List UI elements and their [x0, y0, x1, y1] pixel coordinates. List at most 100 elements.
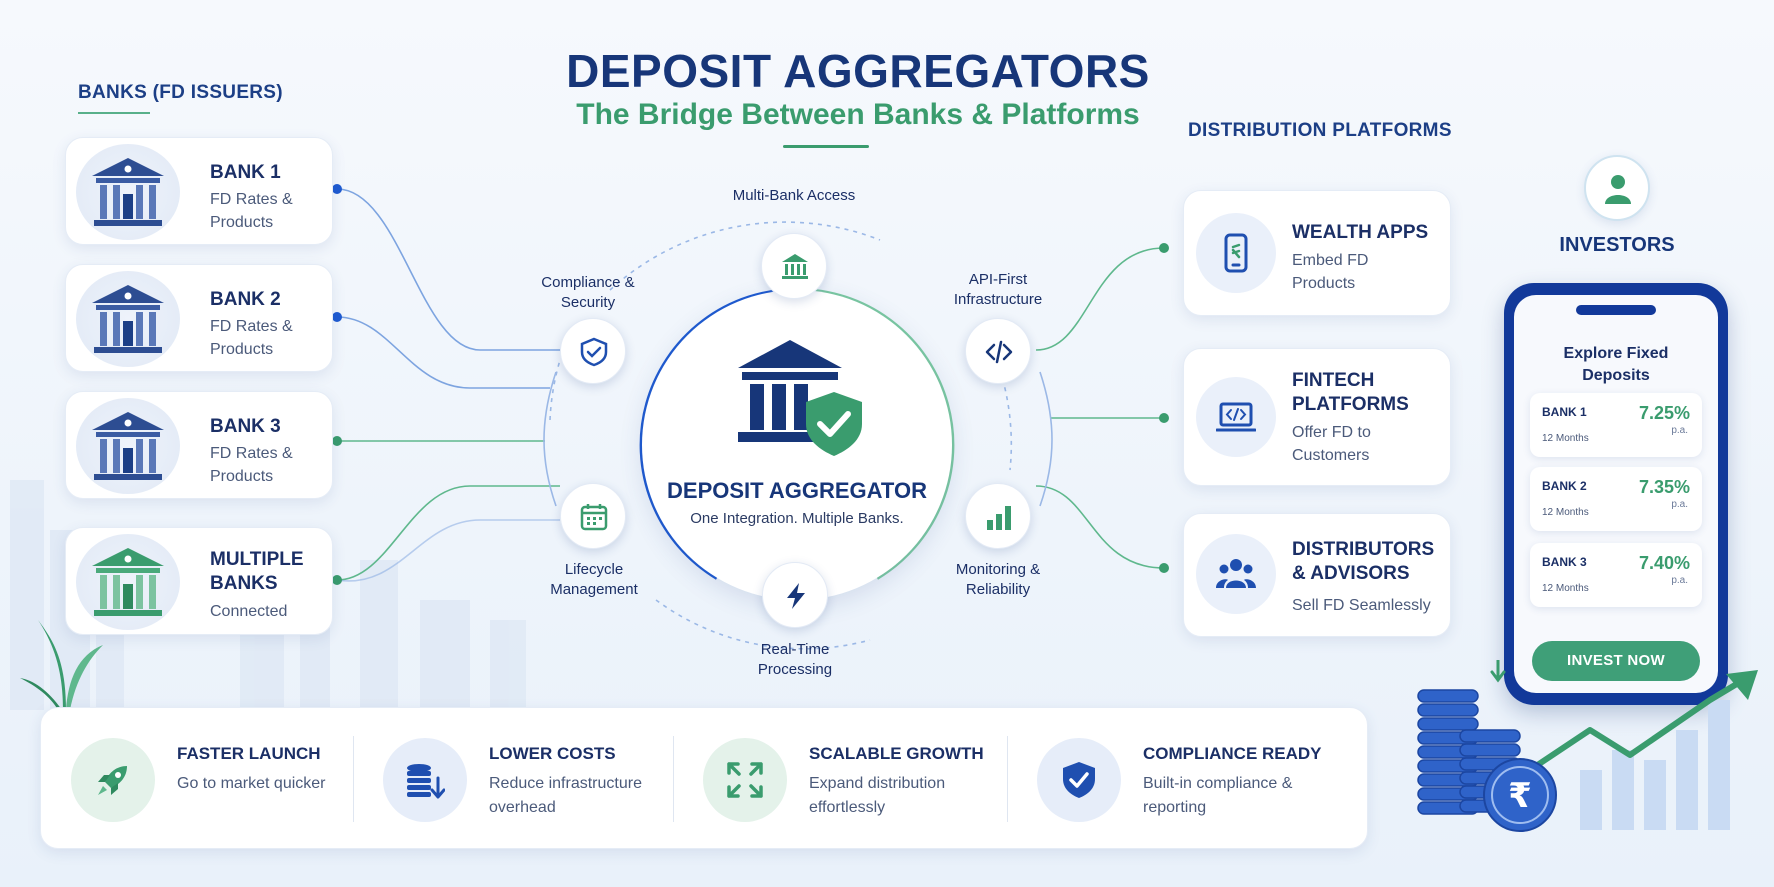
bank-icon	[782, 254, 808, 279]
platform-desc: Sell FD Seamlessly	[1292, 597, 1431, 614]
benefit-desc: Reduce infrastructure overhead	[489, 775, 642, 816]
rate-bank: BANK 3	[1542, 555, 1587, 569]
rate-value: 7.25%	[1638, 403, 1690, 423]
bank-desc: FD Rates & Products	[210, 191, 293, 231]
mobile-app-icon	[1196, 213, 1276, 293]
benefit-divider	[673, 736, 674, 822]
rate-unit: p.a.	[1671, 425, 1688, 436]
benefit-lower-costs: LOWER COSTS Reduce infrastructure overhe…	[353, 708, 673, 850]
feature-compliance-security[interactable]	[560, 318, 626, 384]
bank-card-multiple[interactable]: MULTIPLE BANKS Connected	[65, 527, 333, 635]
rate-bank: BANK 2	[1542, 479, 1587, 493]
bank-card-2[interactable]: BANK 2 FD Rates & Products	[65, 264, 333, 372]
platform-name: WEALTH APPS	[1292, 222, 1429, 243]
page-subtitle: The Bridge Between Banks & Platforms	[576, 98, 1140, 131]
rate-term: 12 Months	[1542, 583, 1589, 594]
feature-label: Real-Time Processing	[757, 641, 833, 678]
feature-multi-bank-access[interactable]	[761, 233, 827, 299]
currency-symbol: ₹	[1508, 776, 1532, 816]
page-title: DEPOSIT AGGREGATORS	[566, 45, 1150, 97]
benefit-title: FASTER LAUNCH	[177, 744, 321, 763]
rate-unit: p.a.	[1671, 575, 1688, 586]
platform-desc: Offer FD to Customers	[1292, 424, 1371, 464]
feature-api-first[interactable]	[965, 318, 1031, 384]
benefit-compliance-ready: COMPLIANCE READY Built-in compliance & r…	[1007, 708, 1367, 850]
platforms-section-label: DISTRIBUTION PLATFORMS	[1188, 120, 1452, 141]
code-icon	[985, 340, 1013, 364]
feature-label: Multi-Bank Access	[732, 187, 856, 204]
bank-desc: FD Rates & Products	[210, 318, 293, 358]
feature-real-time[interactable]	[762, 562, 828, 628]
feature-label: API-First Infrastructure	[953, 271, 1043, 308]
bar-chart-icon	[987, 506, 1011, 530]
feature-label: Compliance & Security	[541, 274, 635, 311]
plant-decoration	[20, 620, 103, 710]
rate-card[interactable]: BANK 3 12 Months 7.40% p.a.	[1530, 543, 1702, 607]
benefit-divider	[353, 736, 354, 822]
bank-building-icon	[76, 144, 180, 240]
bank-shield-icon	[738, 340, 862, 456]
rate-unit: p.a.	[1671, 499, 1688, 510]
rate-value: 7.35%	[1638, 477, 1690, 497]
bank-desc: FD Rates & Products	[210, 445, 293, 485]
feature-label: Lifecycle Management	[550, 561, 638, 598]
hub-title: DEPOSIT AGGREGATOR	[667, 478, 927, 503]
shield-check-icon	[1037, 738, 1121, 822]
benefit-desc: Go to market quicker	[177, 775, 326, 792]
rate-card[interactable]: BANK 1 12 Months 7.25% p.a.	[1530, 393, 1702, 457]
bank-name: BANK 1	[210, 162, 281, 183]
coins-down-icon	[383, 738, 467, 822]
platform-card-fintech[interactable]: FINTECH PLATFORMS Offer FD to Customers	[1183, 348, 1451, 486]
rate-card[interactable]: BANK 2 12 Months 7.35% p.a.	[1530, 467, 1702, 531]
title-underline	[783, 145, 869, 148]
feature-monitoring[interactable]	[965, 483, 1031, 549]
benefit-desc: Expand distribution effortlessly	[809, 775, 946, 816]
bank-name: BANK 2	[210, 289, 281, 310]
benefit-scalable-growth: SCALABLE GROWTH Expand distribution effo…	[673, 708, 995, 850]
benefits-bar: FASTER LAUNCH Go to market quicker LOWER…	[40, 707, 1368, 849]
platform-name: DISTRIBUTORS & ADVISORS	[1292, 539, 1435, 584]
phone-screen: Explore Fixed Deposits BANK 1 12 Months …	[1514, 295, 1718, 693]
invest-now-button[interactable]: INVEST NOW	[1532, 641, 1700, 681]
shield-icon	[580, 337, 608, 367]
investors-label: INVESTORS	[1559, 234, 1675, 256]
phone-notch	[1576, 305, 1656, 315]
platform-card-distributors[interactable]: DISTRIBUTORS & ADVISORS Sell FD Seamless…	[1183, 513, 1451, 637]
calendar-icon	[580, 504, 608, 531]
platform-name: FINTECH PLATFORMS	[1292, 370, 1409, 415]
platform-card-wealth-apps[interactable]: WEALTH APPS Embed FD Products	[1183, 190, 1451, 316]
benefit-title: SCALABLE GROWTH	[809, 744, 984, 763]
deposit-aggregator-hub	[642, 290, 952, 600]
bank-building-icon	[76, 398, 180, 494]
investor-icon	[1584, 155, 1650, 221]
bank-name: MULTIPLE BANKS	[210, 549, 304, 594]
banks-section-label: BANKS (FD ISSUERS)	[78, 82, 283, 103]
rate-value: 7.40%	[1638, 553, 1690, 573]
bank-desc: Connected	[210, 603, 288, 620]
feature-lifecycle[interactable]	[560, 483, 626, 549]
bank-building-icon	[76, 271, 180, 367]
rocket-icon	[71, 738, 155, 822]
coins-growth-decoration: ₹	[1417, 660, 1758, 832]
lightning-icon	[787, 583, 805, 609]
banks-label-underline	[78, 112, 150, 114]
benefit-faster-launch: FASTER LAUNCH Go to market quicker	[41, 708, 353, 850]
phone-title: Explore Fixed Deposits	[1563, 345, 1669, 384]
people-group-icon	[1196, 534, 1276, 614]
benefit-desc: Built-in compliance & reporting	[1143, 775, 1293, 816]
benefit-title: LOWER COSTS	[489, 744, 616, 763]
rate-term: 12 Months	[1542, 507, 1589, 518]
bank-name: BANK 3	[210, 416, 281, 437]
rate-term: 12 Months	[1542, 433, 1589, 444]
investor-phone: Explore Fixed Deposits BANK 1 12 Months …	[1504, 283, 1728, 705]
feature-label: Monitoring & Reliability	[955, 561, 1041, 598]
benefit-divider	[1007, 736, 1008, 822]
benefit-title: COMPLIANCE READY	[1143, 744, 1322, 763]
platform-desc: Embed FD Products	[1292, 252, 1369, 292]
hub-tagline: One Integration. Multiple Banks.	[690, 510, 904, 527]
rate-bank: BANK 1	[1542, 405, 1587, 419]
bank-card-1[interactable]: BANK 1 FD Rates & Products	[65, 137, 333, 245]
laptop-code-icon	[1196, 377, 1276, 457]
bank-card-3[interactable]: BANK 3 FD Rates & Products	[65, 391, 333, 499]
